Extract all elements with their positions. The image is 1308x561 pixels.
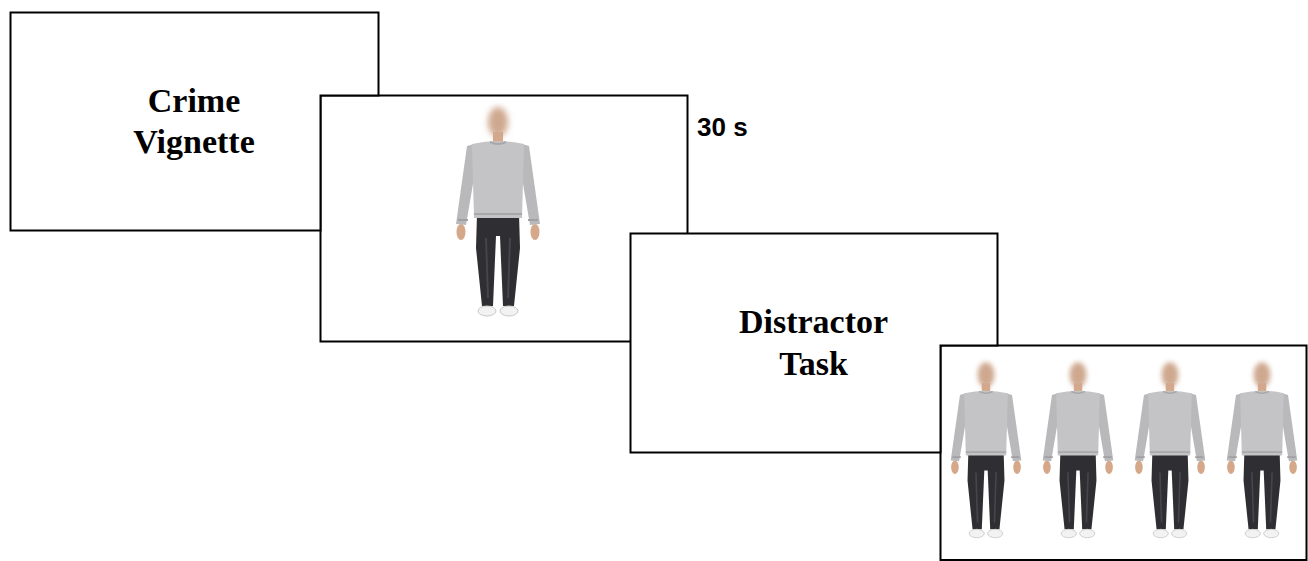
box-outline	[10, 12, 380, 232]
task-box: Crime Vignette	[10, 12, 378, 230]
lineup-panel	[941, 346, 1307, 561]
box-title: Distractor Task	[711, 301, 916, 384]
task-box: Distractor Task	[630, 233, 997, 452]
box-title: Crime Vignette	[107, 80, 282, 163]
duration-label: 30 s	[697, 112, 748, 143]
box-outline	[630, 233, 999, 454]
